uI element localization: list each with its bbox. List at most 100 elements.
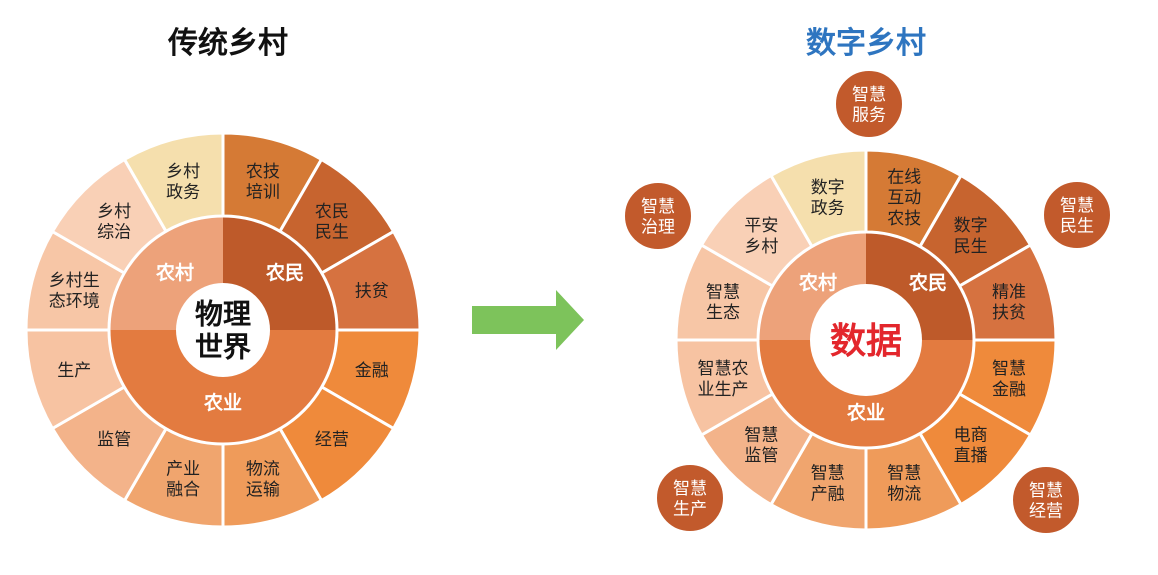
segment-label-line: 物流 xyxy=(246,460,280,480)
badge-label-line: 智慧 xyxy=(1029,481,1063,501)
transition-arrow-group xyxy=(472,290,584,350)
segment-label: 乡村政务 xyxy=(166,162,200,203)
digital-village-wheel: 在线互动农技数字民生精准扶贫智慧金融电商直播智慧物流智慧产融智慧监管智慧农业生产… xyxy=(623,69,1112,535)
segment-label-line: 智慧农 xyxy=(698,359,749,379)
segment-label: 数字政务 xyxy=(811,178,845,219)
quadrant-label: 农村 xyxy=(798,271,837,294)
segment-label: 平安乡村 xyxy=(744,216,778,257)
segment-label: 金融 xyxy=(355,361,389,381)
segment-label-line: 农技 xyxy=(887,209,921,229)
segment-label-line: 政务 xyxy=(811,199,845,219)
segment-label: 智慧生态 xyxy=(706,282,740,323)
quadrant-label-line: 农业 xyxy=(846,401,885,424)
segment-label: 电商直播 xyxy=(954,425,988,466)
center-label: 物理世界 xyxy=(195,298,251,364)
center-circle xyxy=(176,283,270,377)
segment-label-line: 扶贫 xyxy=(355,281,389,301)
quadrant-label: 农业 xyxy=(203,391,242,414)
quadrant-label-line: 农业 xyxy=(203,391,242,414)
segment-label-line: 数字 xyxy=(954,216,988,236)
badge-label: 智慧经营 xyxy=(1029,481,1063,522)
segment-label-line: 民生 xyxy=(315,223,349,243)
segment-label-line: 监管 xyxy=(744,446,778,466)
segment-label: 乡村生态环境 xyxy=(49,271,100,312)
badge-circle xyxy=(834,69,904,139)
badge-label: 智慧生产 xyxy=(673,479,707,520)
segment-label-line: 生态 xyxy=(706,303,740,323)
segment-label-line: 平安 xyxy=(744,216,778,236)
segment-label-line: 扶贫 xyxy=(992,303,1026,323)
badge-label-line: 智慧 xyxy=(852,85,886,105)
segment-label: 监管 xyxy=(97,430,131,450)
segment-label-line: 政务 xyxy=(166,183,200,203)
segment-label-line: 经营 xyxy=(315,430,349,450)
segment-label: 物流运输 xyxy=(246,460,280,501)
badge-label-line: 民生 xyxy=(1060,216,1094,236)
segment-label: 农技培训 xyxy=(246,162,280,203)
center-circle xyxy=(810,284,922,396)
segment-label: 数字民生 xyxy=(954,216,988,257)
quadrant-label-line: 农村 xyxy=(155,261,194,284)
segment-label-line: 金融 xyxy=(355,361,389,381)
segment-label-line: 监管 xyxy=(97,430,131,450)
segment-label-line: 培训 xyxy=(246,183,280,203)
badge-label-line: 智慧 xyxy=(673,479,707,499)
badge-label-line: 生产 xyxy=(673,499,707,519)
segment-label: 精准扶贫 xyxy=(992,282,1026,323)
quadrant-label: 农民 xyxy=(265,261,304,284)
digital-village-title: 数字乡村 xyxy=(806,26,926,61)
segment-label-line: 智慧 xyxy=(992,359,1026,379)
wheel-segment xyxy=(122,131,225,234)
badge-circle xyxy=(623,181,693,251)
segment-label-line: 产融 xyxy=(811,484,845,504)
segment-label-line: 在线 xyxy=(887,167,921,187)
center-label-line: 世界 xyxy=(195,331,251,364)
segment-label: 生产 xyxy=(57,361,91,381)
segment-label-line: 产业 xyxy=(166,460,200,480)
badge-label-line: 服务 xyxy=(852,105,886,125)
segment-label: 农民民生 xyxy=(315,202,349,243)
segment-label: 扶贫 xyxy=(355,281,389,301)
segment-label-line: 智慧 xyxy=(744,425,778,445)
segment-label-line: 运输 xyxy=(246,480,280,500)
badge-label-line: 经营 xyxy=(1029,501,1063,521)
traditional-village-wheel: 农技培训农民民生扶贫金融经营物流运输产业融合监管生产乡村生态环境乡村综治乡村政务… xyxy=(24,131,422,529)
segment-label-line: 乡村 xyxy=(744,237,778,257)
quadrant-label: 农业 xyxy=(846,401,885,424)
segment-label: 智慧金融 xyxy=(992,359,1026,400)
segment-label: 智慧物流 xyxy=(887,464,921,505)
badge-circle xyxy=(1011,465,1081,535)
segment-label-line: 农民 xyxy=(315,202,349,222)
quadrant-label-line: 农民 xyxy=(265,261,304,284)
segment-label-line: 数字 xyxy=(811,178,845,198)
center-label-line: 物理 xyxy=(195,298,251,331)
segment-label: 在线互动农技 xyxy=(887,167,921,228)
segment-label-line: 直播 xyxy=(954,446,988,466)
segment-label: 产业融合 xyxy=(166,460,200,501)
quadrant-label: 农民 xyxy=(908,271,947,294)
segment-label-line: 民生 xyxy=(954,237,988,257)
segment-label-line: 精准 xyxy=(992,282,1026,302)
badge-label: 智慧治理 xyxy=(641,197,675,238)
segment-label-line: 综治 xyxy=(97,223,131,243)
quadrant-label-line: 农民 xyxy=(908,271,947,294)
segment-label-line: 智慧 xyxy=(887,464,921,484)
segment-label-line: 乡村生 xyxy=(49,271,100,291)
badge-circle xyxy=(1042,180,1112,250)
center-label: 数据 xyxy=(830,321,902,362)
badge-label-line: 智慧 xyxy=(641,197,675,217)
badge-label-line: 治理 xyxy=(641,217,675,237)
badge-circle xyxy=(655,463,725,533)
segment-label-line: 物流 xyxy=(887,484,921,504)
segment-label: 智慧监管 xyxy=(744,425,778,466)
quadrant-label-line: 农村 xyxy=(798,271,837,294)
segment-label: 智慧产融 xyxy=(811,464,845,505)
badge-label-line: 智慧 xyxy=(1060,196,1094,216)
segment-label-line: 智慧 xyxy=(811,464,845,484)
segment-label-line: 金融 xyxy=(992,380,1026,400)
segment-label-line: 电商 xyxy=(954,425,988,445)
segment-label-line: 农技 xyxy=(246,162,280,182)
segment-label-line: 业生产 xyxy=(698,380,749,400)
segment-label-line: 互动 xyxy=(887,188,921,208)
